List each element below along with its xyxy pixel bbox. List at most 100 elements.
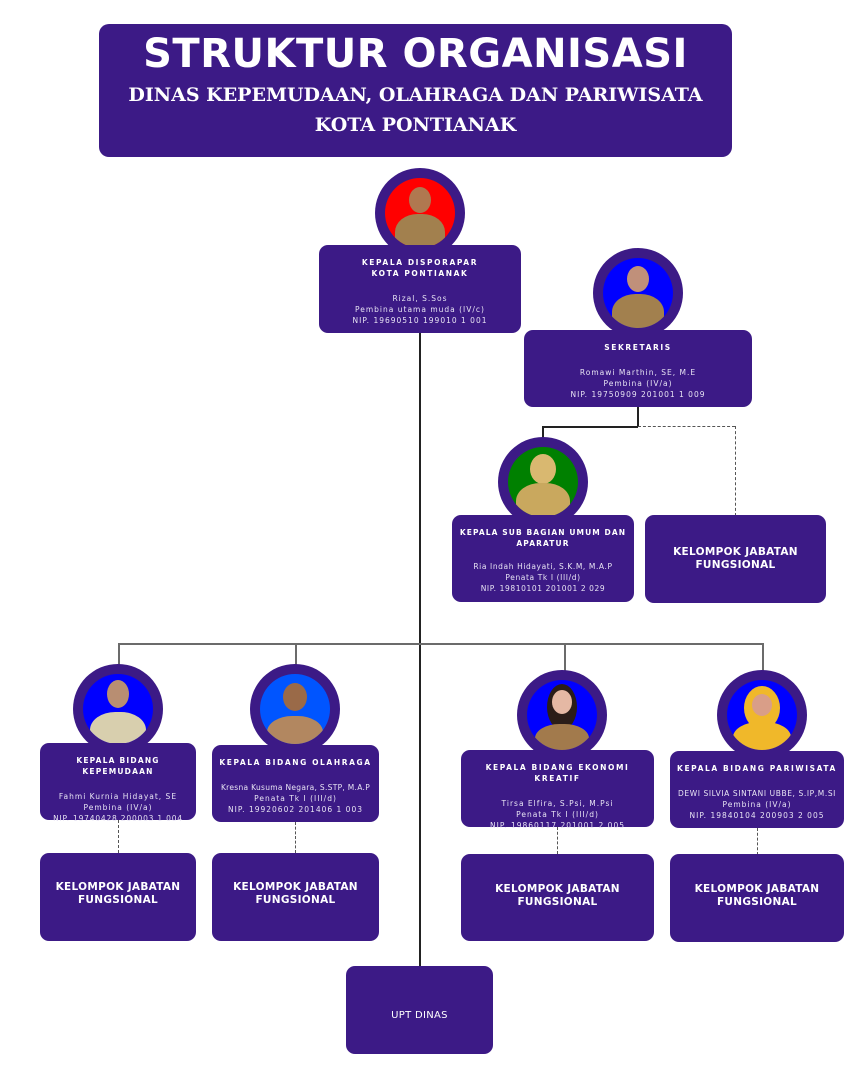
sekretaris-name: Romawi Marthin, SE, M.E [579,368,697,377]
person-face-icon [752,694,772,716]
bidang-kepemudaan-card: KEPALA BIDANG KEPEMUDAAN Fahmi Kurnia Hi… [40,743,196,823]
subbagian-title-cont: APARATUR [516,539,570,548]
bidang-pariwisata-card: KEPALA BIDANG PARIWISATA DEWI SILVIA SIN… [670,751,844,828]
bidang-olahraga-nip: NIP. 19920602 201406 1 003 [228,805,363,814]
kjf-kepemudaan-card: KELOMPOK JABATAN FUNGSIONAL [40,853,196,941]
kjf-label: KELOMPOK JABATAN [233,881,358,893]
kjf-sekretariat-card: KELOMPOK JABATAN FUNGSIONAL [645,515,826,603]
sekretaris-kjf-dashed-connector [638,426,735,427]
bidang-ekraf-nip: NIP. 19860117 201001 2 005 [490,821,625,830]
bidang-olahraga-stem [295,643,297,666]
page-subtitle-city: KOTA PONTIANAK [314,114,517,136]
bidang-pariwisata-avatar [717,670,807,760]
bidang-olahraga-avatar [250,664,340,754]
kjf-olahraga-card: KELOMPOK JABATAN FUNGSIONAL [212,853,379,941]
subbagian-nip: NIP. 19810101 201001 2 029 [480,584,606,593]
header-banner: STRUKTUR ORGANISASI DINAS KEPEMUDAAN, OL… [99,24,732,157]
bidang-olahraga-name: Kresna Kusuma Negara, S.STP, M.A.P [220,783,371,792]
kjf-label: KELOMPOK JABATAN [673,546,798,558]
ekraf-kjf-dashed [557,827,558,854]
sekretaris-nip: NIP. 19750909 201001 1 009 [570,390,706,399]
person-head-icon [283,683,307,711]
kepala-nip: NIP. 19690510 199010 1 001 [352,316,488,325]
bidang-olahraga-title: KEPALA BIDANG OLAHRAGA [219,758,372,767]
bidang-ekraf-stem [564,643,566,672]
pariwisata-kjf-dashed [757,828,758,855]
bidang-kepemudaan-photo [83,674,153,744]
bidang-ekraf-rank: Penata Tk I (III/d) [516,810,599,819]
bidang-ekraf-card: KEPALA BIDANG EKONOMI KREATIF Tirsa Elfi… [461,750,654,830]
kjf-label-cont: FUNGSIONAL [255,894,336,906]
kjf-pariwisata-card: KELOMPOK JABATAN FUNGSIONAL [670,854,844,942]
sekretaris-card: SEKRETARIS Romawi Marthin, SE, M.E Pembi… [524,330,752,407]
bidang-kepemudaan-rank: Pembina (IV/a) [83,803,153,812]
bidang-pariwisata-title: KEPALA BIDANG PARIWISATA [677,764,837,773]
person-face-icon [552,690,572,714]
person-head-icon [107,680,129,708]
bidang-kepemudaan-name: Fahmi Kurnia Hidayat, SE [58,792,178,801]
kepala-avatar [375,168,465,258]
bidang-pariwisata-nip: NIP. 19840104 200903 2 005 [689,811,825,820]
bidang-kepemudaan-avatar [73,664,163,754]
bidang-pariwisata-stem [762,643,764,672]
kepala-photo [385,178,455,248]
page-subtitle: DINAS KEPEMUDAAN, OLAHRAGA DAN PARIWISAT… [128,84,703,106]
bidang-olahraga-card: KEPALA BIDANG OLAHRAGA Kresna Kusuma Neg… [212,745,379,822]
subbagian-card: KEPALA SUB BAGIAN UMUM DAN APARATUR Ria … [452,515,634,602]
person-body-icon [267,716,323,744]
kjf-label-cont: FUNGSIONAL [77,894,159,906]
bidang-pariwisata-name: DEWI SILVIA SINTANI UBBE, S.IP,M.SI [677,789,836,798]
sekretaris-photo [603,258,673,328]
person-body-icon [535,724,589,750]
sekretaris-avatar [593,248,683,338]
bidang-ekraf-avatar [517,670,607,760]
page-title: STRUKTUR ORGANISASI [143,31,688,77]
bidang-olahraga-rank: Penata Tk I (III/d) [254,794,337,803]
kepala-rank: Pembina utama muda (IV/c) [355,305,485,314]
person-head-icon [409,187,431,213]
sekretaris-kjf-dashed-stem [735,426,736,516]
person-body-icon [733,722,791,750]
kepala-card: KEPALA DISPORAPAR KOTA PONTIANAK Rizal, … [319,245,521,333]
kjf-label-cont: FUNGSIONAL [716,896,798,908]
bidang-kepemudaan-title: KEPALA BIDANG KEPEMUDAAN [76,756,160,776]
bidang-olahraga-photo [260,674,330,744]
kjf-label-cont: FUNGSIONAL [517,896,598,908]
kepala-title-city: KOTA PONTIANAK [371,269,469,278]
kjf-label: KELOMPOK JABATAN [495,883,620,895]
bidang-ekraf-name: Tirsa Elfira, S.Psi, M.Psi [501,799,614,808]
person-body-icon [90,712,146,744]
subbagian-stem-connector [542,426,544,442]
subbagian-horizontal-connector [542,426,638,428]
bidang-ekraf-photo [527,680,597,750]
sekretaris-rank: Pembina (IV/a) [603,379,673,388]
person-body-icon [516,483,570,517]
kepemudaan-kjf-dashed [118,820,119,853]
subbagian-avatar [498,437,588,527]
subbagian-title: KEPALA SUB BAGIAN UMUM DAN [459,528,627,537]
person-body-icon [612,294,664,328]
bidang-ekraf-title: KEPALA BIDANG EKONOMI KREATIF [485,763,630,783]
kjf-label: KELOMPOK JABATAN [55,881,181,893]
kepala-title: KEPALA DISPORAPAR [361,258,479,267]
bidang-pariwisata-photo [727,680,797,750]
kepala-name: Rizal, S.Sos [392,294,448,303]
bidang-kepemudaan-nip: NIP. 19740428 200003 1 004 [53,814,183,823]
sekretaris-stem-connector [637,406,639,427]
subbagian-rank: Penata Tk I (III/d) [505,573,581,582]
bidang-kepemudaan-stem [118,643,120,666]
person-head-icon [530,454,556,484]
sekretaris-title: SEKRETARIS [604,343,672,352]
kjf-label: KELOMPOK JABATAN [694,883,820,895]
bidang-horizontal-connector [118,643,763,645]
subbagian-photo [508,447,578,517]
subbagian-name: Ria Indah Hidayati, S.K.M, M.A.P [473,562,613,571]
person-body-icon [395,214,445,248]
upt-dinas-label: UPT DINAS [391,1010,448,1021]
kjf-label-cont: FUNGSIONAL [695,559,776,571]
person-head-icon [627,266,649,292]
main-vertical-connector [419,330,421,970]
bidang-pariwisata-rank: Pembina (IV/a) [722,800,792,809]
olahraga-kjf-dashed [295,822,296,853]
kjf-ekraf-card: KELOMPOK JABATAN FUNGSIONAL [461,854,654,941]
